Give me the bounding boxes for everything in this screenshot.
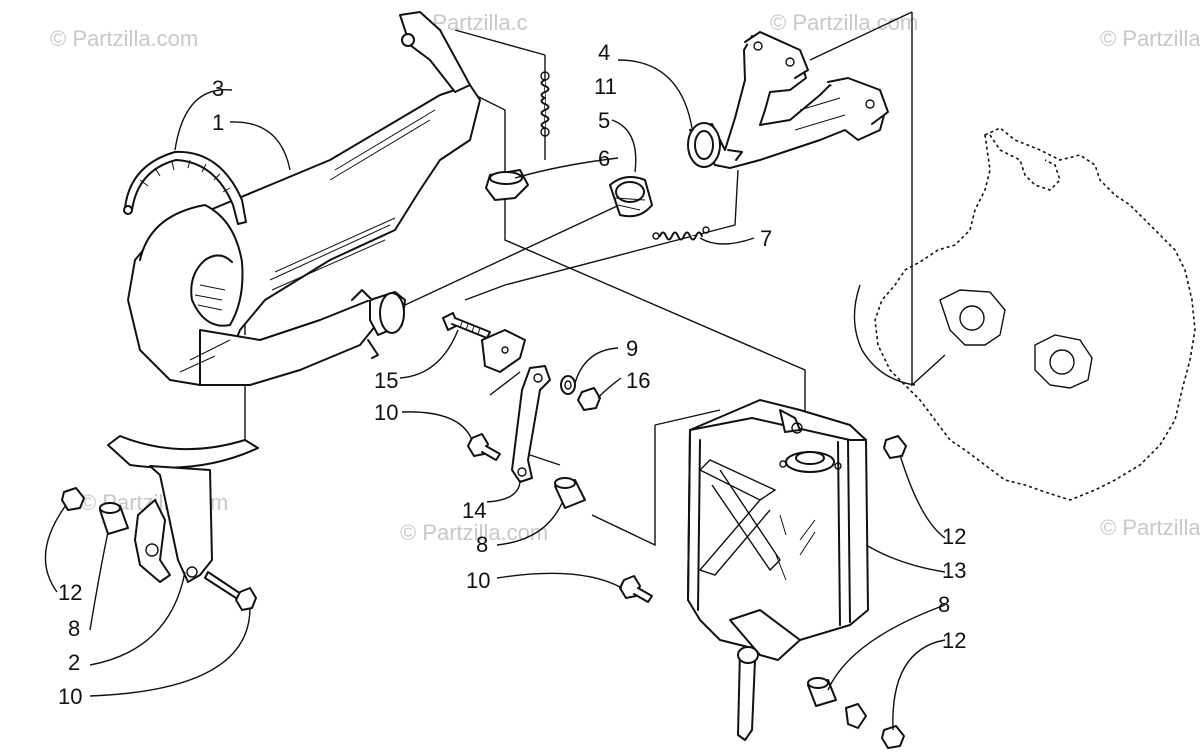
- expansion-chamber: [127, 11, 481, 386]
- callout-labels: 3 1 4 11 5 6 7 9 16 15 10 14 8 10 12 13 …: [58, 40, 966, 709]
- y-manifold: [687, 31, 889, 169]
- callout-9: 9: [626, 336, 638, 361]
- callout-10: 10: [374, 400, 398, 425]
- bolt-15: [442, 312, 491, 339]
- spacer-8-left: [99, 502, 129, 535]
- callout-8: 8: [68, 616, 80, 641]
- callout-5: 5: [598, 108, 610, 133]
- mount-plate: [481, 329, 526, 373]
- heat-wrap: [123, 150, 247, 225]
- watermark: © Partzilla.com: [1100, 515, 1200, 540]
- grommet-6: [485, 169, 529, 201]
- callout-7: 7: [760, 226, 772, 251]
- callout-16: 16: [626, 368, 650, 393]
- spring-7: [652, 226, 710, 241]
- bolt-10-lower: [619, 575, 653, 603]
- nut-12-right: [883, 435, 907, 459]
- watermark: © Partzilla.com: [1100, 26, 1200, 51]
- spring-upper: [540, 71, 550, 137]
- engine-outline: [853, 127, 1196, 501]
- muffler-13: [687, 399, 869, 741]
- muffler-bracket-2: [107, 435, 259, 583]
- callout-11: 11: [594, 74, 617, 99]
- watermark: © Partzilla.com: [770, 10, 918, 35]
- callout-10: 10: [466, 568, 490, 593]
- callout-6: 6: [598, 146, 610, 171]
- callout-15: 15: [374, 368, 398, 393]
- washer-9: [560, 375, 576, 395]
- bracket-14: [511, 365, 551, 483]
- callout-13: 13: [942, 558, 966, 583]
- callout-1: 1: [212, 110, 224, 135]
- callout-3: 3: [212, 76, 224, 101]
- callout-12: 12: [58, 580, 82, 605]
- spacer-8-middle: [554, 477, 586, 509]
- callout-12: 12: [942, 628, 966, 653]
- callout-8: 8: [938, 592, 950, 617]
- callout-leaders: [44, 59, 946, 731]
- clip-bottom: [845, 703, 867, 729]
- nut-16: [577, 387, 601, 411]
- callout-4: 4: [598, 40, 610, 65]
- nut-12-left: [61, 487, 85, 511]
- bolt-10-left: [204, 571, 257, 611]
- watermark: © Partzilla.com: [50, 26, 198, 51]
- callout-2: 2: [68, 650, 80, 675]
- callout-14: 14: [462, 498, 486, 523]
- nut-12-bottom: [881, 725, 905, 749]
- bolt-10-middle: [467, 433, 501, 461]
- callout-10: 10: [58, 684, 82, 709]
- clamp-ring-5: [609, 175, 653, 218]
- watermark: © Partzilla.com: [400, 520, 548, 545]
- callout-8: 8: [476, 532, 488, 557]
- callout-12: 12: [942, 524, 966, 549]
